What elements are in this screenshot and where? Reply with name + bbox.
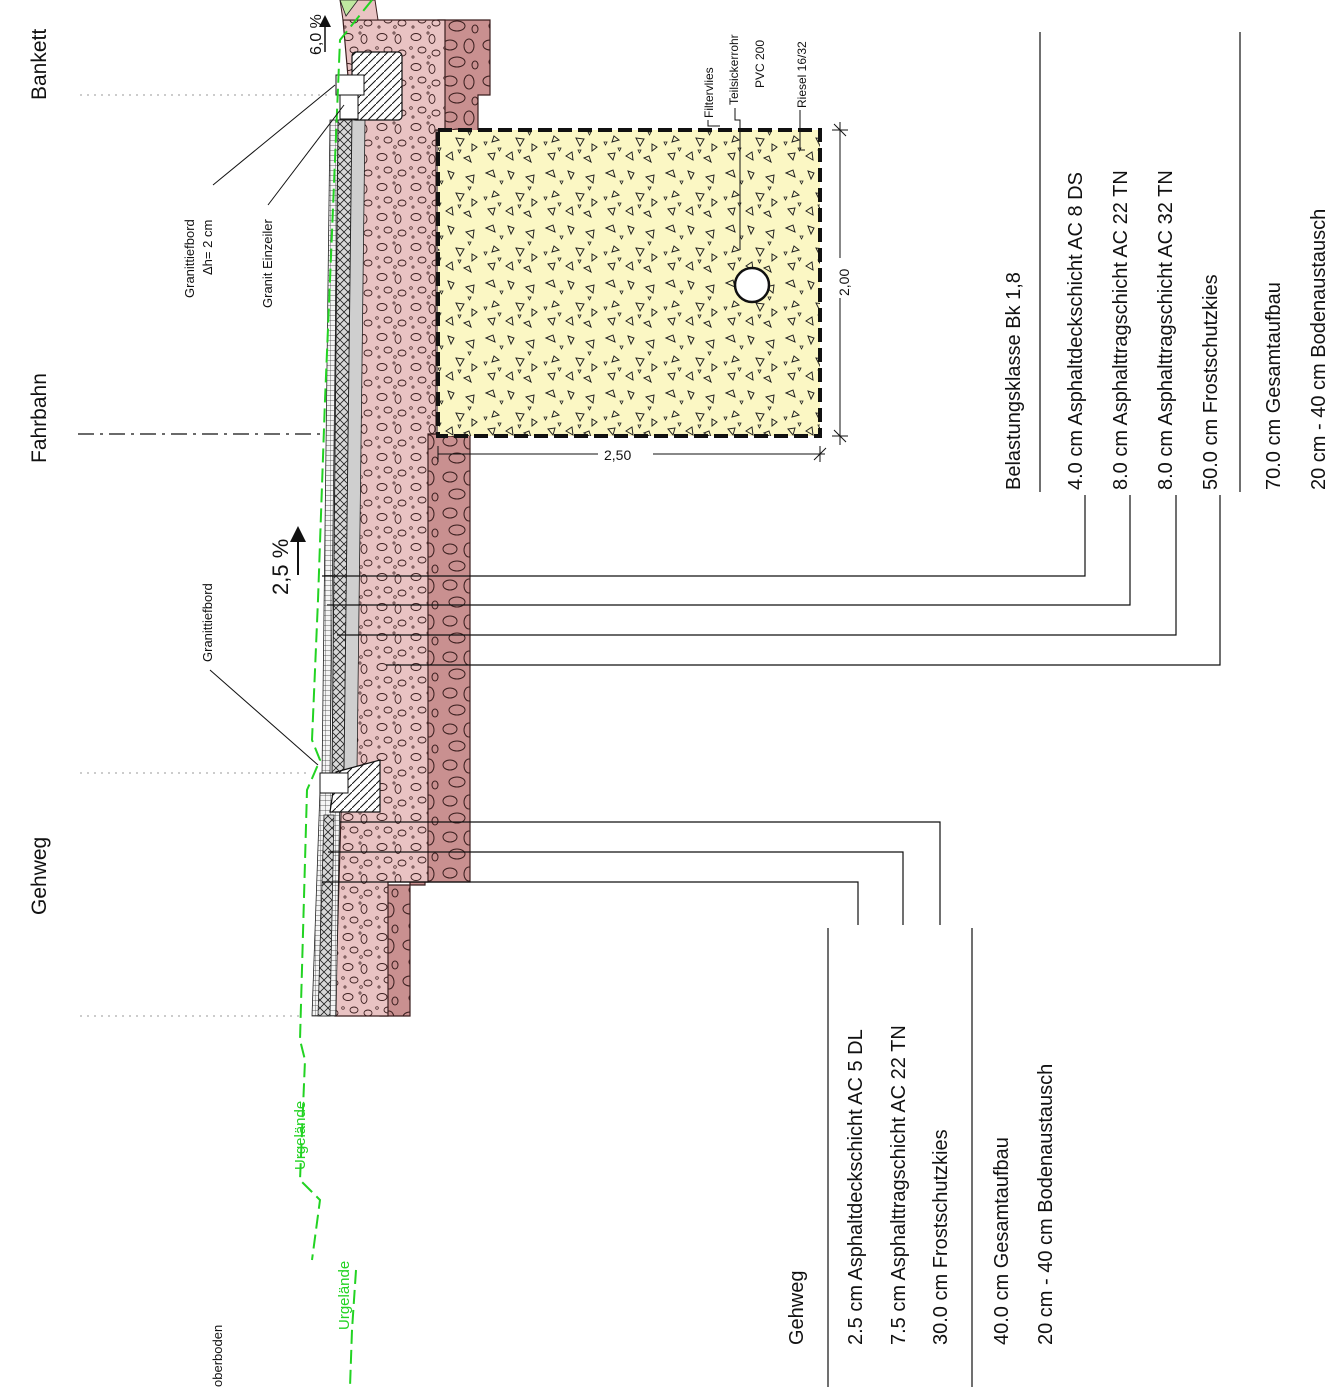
fahrbahn-legend-layer-3: 8.0 cm Asphalttragschicht AC 32 TN [1155, 170, 1177, 490]
gehweg-legend-leaders [322, 821, 941, 925]
urgelaende-label-2: Urgelände [336, 1261, 353, 1330]
granittiefbord-dh-label-2: Δh= 2 cm [200, 220, 215, 275]
zone-gehweg-label: Gehweg [28, 837, 51, 915]
fahrbahn-legend-layer-4: 50.0 cm Frostschutzkies [1200, 274, 1222, 490]
fahrbahn-legend-exchange: 20 cm - 40 cm Bodenaustausch [1308, 209, 1330, 490]
filtervlies-label: Filtervlies [702, 67, 716, 118]
gehweg-legend-exchange: 20 cm - 40 cm Bodenaustausch [1035, 1064, 1057, 1345]
granit-einzeiler-label: Granit Einzeiler [260, 218, 275, 308]
urgelaende-label-1: Urgelände [292, 1101, 309, 1170]
fahrbahn-legend-layer-1: 4.0 cm Asphaltdeckschicht AC 8 DS [1065, 172, 1087, 490]
shoulder-grass [339, 0, 359, 17]
zone-bankett-label: Bankett [28, 29, 51, 100]
granittiefbord-dh-label-1: Granittiefbord [182, 219, 197, 298]
teilsickerrohr-label: Teilsickerrohr [727, 34, 741, 105]
slope-main-label: 2,5 % [268, 539, 293, 595]
gehweg-legend-layer-3: 30.0 cm Frostschutzkies [930, 1129, 952, 1345]
oberboden-label: oberboden [210, 1325, 225, 1387]
riesel-label: Riesel 16/32 [795, 41, 809, 108]
gehweg-legend-total: 40.0 cm Gesamtaufbau [991, 1137, 1013, 1345]
granite-curb-bottom [319, 759, 381, 813]
zone-fahrbahn-label: Fahrbahn [28, 373, 51, 463]
original-ground-line [298, 0, 373, 1261]
trench-width-label: 2,50 [604, 447, 631, 463]
drain-pipe [733, 266, 771, 304]
trench-leaders [707, 108, 805, 250]
gehweg-legend-heading: Gehweg [786, 1271, 808, 1346]
fahrbahn-legend-heading: Belastungsklasse Bk 1,8 [1003, 272, 1025, 490]
pvc-label: PVC 200 [753, 40, 767, 88]
slope-top-label: 6,0 % [308, 14, 325, 55]
gehweg-legend-layer-2: 7.5 cm Asphalttragschicht AC 22 TN [888, 1025, 910, 1345]
granittiefbord-label: Granittiefbord [200, 583, 215, 662]
curb-leaders [209, 84, 345, 766]
zone-separators [80, 94, 330, 1017]
trench-depth-label: 2,00 [836, 269, 852, 296]
original-ground-line-2 [349, 1269, 357, 1387]
drainage-trench [436, 128, 822, 438]
fahrbahn-legend-layer-2: 8.0 cm Asphalttragschicht AC 22 TN [1110, 170, 1132, 490]
fahrbahn-legend-total: 70.0 cm Gesamtaufbau [1263, 282, 1285, 490]
fahrbahn-legend-leaders [322, 495, 1221, 666]
granite-curb-top [335, 51, 403, 121]
gehweg-legend-layer-1: 2.5 cm Asphaltdeckschicht AC 5 DL [845, 1029, 867, 1345]
